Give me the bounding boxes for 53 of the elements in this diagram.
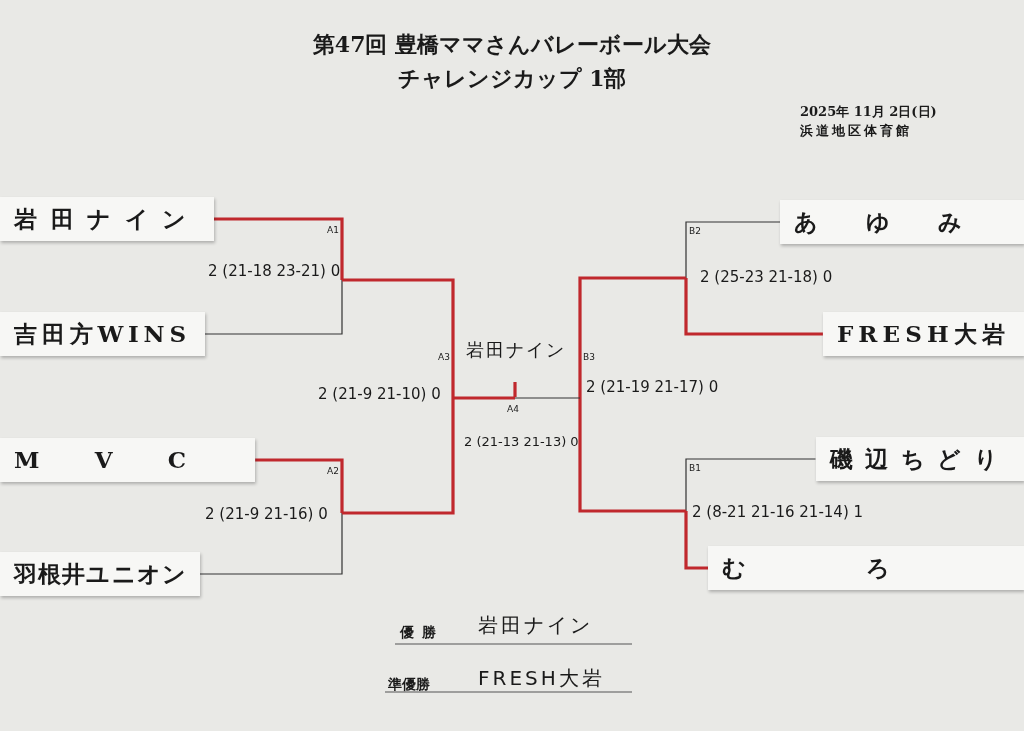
match-code: A4: [507, 404, 519, 414]
team-card: [708, 546, 1024, 590]
team-name: FRESH大岩: [836, 319, 1010, 349]
bracket-line: [342, 398, 455, 515]
team-card: [780, 200, 1024, 244]
champion-name: 岩田ナイン: [478, 612, 593, 639]
winner-name: 岩田ナイン: [466, 338, 566, 362]
team-name: 羽根井ユニオン: [14, 559, 188, 589]
bracket-line: [684, 511, 708, 570]
score-text: 2 (25-23 21-18) 0: [700, 268, 833, 286]
bracket-line: [342, 278, 455, 398]
match-code: A1: [327, 225, 339, 235]
bracket-line: [685, 221, 781, 279]
score-text: 2 (21-19 21-17) 0: [586, 378, 719, 396]
bracket-line: [578, 276, 686, 398]
team-name: 磯辺ちどり: [829, 444, 1010, 474]
match-code: B2: [689, 226, 701, 236]
title: 第47回 豊橋ママさんバレーボール大会: [311, 30, 713, 59]
subtitle: チャレンジカップ 1部: [396, 64, 628, 93]
bracket-line: [684, 278, 823, 336]
team-card: [0, 552, 200, 596]
date-text: 2025年 11月 2日(日): [800, 103, 937, 121]
team-card: [0, 312, 205, 356]
runner-up-name: FRESH大岩: [478, 665, 605, 692]
score-text: 2 (8-21 21-16 21-14) 1: [692, 503, 864, 521]
team-name: 岩田ナイン: [14, 204, 200, 234]
bracket-line: [213, 217, 344, 280]
match-code: A2: [327, 466, 339, 476]
team-card: [0, 438, 256, 482]
match-code: B3: [583, 352, 595, 362]
bracket-line: [685, 458, 817, 512]
bracket-line: [453, 396, 515, 400]
team-card: [0, 197, 214, 241]
score-text: 2 (21-18 23-21) 0: [208, 262, 341, 280]
bracket-line: [255, 458, 344, 513]
team-name: MVC: [14, 445, 242, 475]
match-code: B1: [689, 463, 701, 473]
match-code: A3: [438, 352, 450, 362]
venue-text: 浜道地区体育館: [800, 122, 912, 140]
team-card: [815, 437, 1024, 481]
bracket-line: [199, 512, 343, 575]
bracket-line: [514, 397, 581, 399]
award-label: 準優勝: [388, 676, 430, 694]
team-name: むろ: [722, 553, 1010, 583]
team-card: [822, 312, 1024, 356]
team-name: 吉田方WINS: [14, 319, 191, 349]
team-name: あゆみ: [794, 207, 1010, 237]
award-label: 優勝: [400, 624, 444, 642]
bracket-line: [578, 398, 686, 513]
score-text: 2 (21-9 21-10) 0: [318, 385, 441, 403]
bracket-line: [204, 279, 343, 335]
score-text: 2 (21-9 21-16) 0: [205, 505, 328, 523]
score-text: 2 (21-13 21-13) 0: [464, 434, 579, 449]
